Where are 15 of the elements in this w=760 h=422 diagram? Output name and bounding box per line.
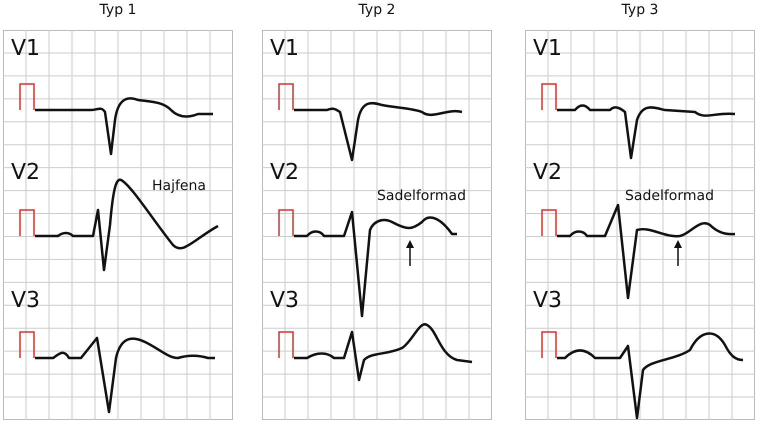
lead-label: V3	[270, 288, 300, 313]
lead-label: V3	[533, 288, 562, 313]
lead-label: V2	[11, 160, 40, 185]
annotation-text: Sadelformad	[377, 188, 466, 204]
panel-title: Typ 1	[100, 2, 136, 18]
panel-title: Typ 2	[358, 2, 396, 18]
lead-label: V1	[270, 36, 300, 61]
lead-label: V2	[533, 160, 562, 185]
annotation-text: Sadelformad	[625, 188, 714, 204]
lead-label: V3	[11, 288, 40, 313]
panel-title: Typ 3	[622, 2, 658, 18]
lead-label: V1	[11, 36, 40, 61]
annotation-text: Hajfena	[152, 178, 206, 194]
lead-label: V2	[270, 160, 300, 185]
lead-label: V1	[533, 36, 562, 61]
